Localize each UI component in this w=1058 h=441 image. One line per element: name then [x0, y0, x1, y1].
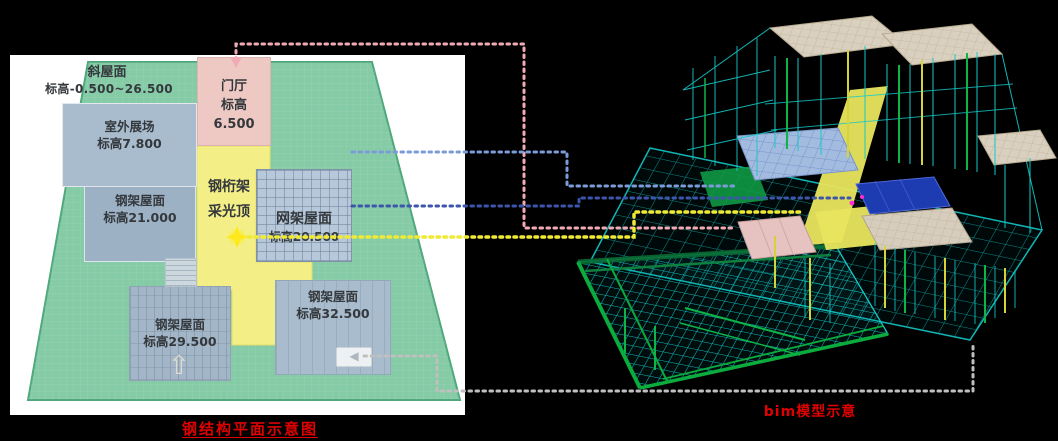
truss-skylight-line1: 钢桁架	[208, 179, 250, 195]
left-arrow-icon: ◀	[336, 347, 372, 367]
bim-truss-lines	[764, 83, 1018, 131]
truss-skylight-label: 钢桁架 采光顶	[199, 175, 259, 225]
sloped-roof-name: 斜屋面	[87, 65, 127, 80]
bim-deck-lower	[576, 243, 890, 390]
steel-roof-29-elevation: 标高29.500	[143, 333, 217, 349]
bim-columns-front-green	[904, 250, 986, 323]
outdoor-area-elevation: 标高7.800	[97, 135, 162, 151]
bim-slab-lightblue	[736, 127, 859, 181]
truss-skylight-line2: 采光顶	[208, 204, 250, 221]
steel-roof-29-label: 钢架屋面 标高29.500	[129, 317, 231, 351]
up-arrow-icon: ⇧	[168, 351, 190, 381]
foyer-elevation-label: 标高	[220, 97, 247, 113]
steel-roof-21-elevation: 标高21.000	[103, 209, 177, 225]
steel-roof-32-name: 钢架屋面	[307, 289, 358, 304]
bim-columns-cyan	[774, 46, 1031, 233]
region-steel-roof-29	[129, 286, 231, 381]
region-outdoor-area	[62, 103, 197, 187]
plan-caption: 钢结构平面示意图	[181, 420, 318, 438]
steel-roof-21-name: 钢架屋面	[114, 193, 165, 208]
bim-columns-front-yellow	[774, 236, 1006, 320]
bim-magenta-node	[860, 195, 864, 199]
grid-roof-name: 网架屋面	[276, 211, 332, 227]
grid-roof-elevation: 标高20.500	[268, 229, 340, 244]
steel-roof-32-elevation: 标高32.500	[296, 305, 370, 321]
bim-columns-yellow-top	[847, 50, 923, 165]
foyer-name: 门厅	[220, 79, 247, 94]
outdoor-area-label: 室外展场 标高7.800	[62, 119, 197, 153]
region-steel-roof-32	[275, 280, 391, 375]
bim-slab-navy	[855, 176, 951, 215]
steel-roof-32-label: 钢架屋面 标高32.500	[275, 289, 391, 323]
bim-slab-beige	[861, 207, 973, 251]
grid-roof-label: 网架屋面 标高20.500	[256, 210, 352, 245]
bim-columns-front-cyan	[804, 243, 1016, 324]
outdoor-area-name: 室外展场	[104, 119, 155, 134]
region-steel-roof-21	[84, 186, 196, 262]
region-stairs	[165, 258, 197, 287]
model-caption: bim模型示意	[763, 404, 857, 420]
bim-model	[576, 15, 1057, 390]
steel-roof-21-label: 钢架屋面 标高21.000	[84, 193, 196, 227]
star-icon	[226, 226, 248, 248]
bim-magenta-node	[849, 200, 855, 206]
plan-panel: 斜屋面 标高-0.500~26.500 室外展场 标高7.800 钢架屋面 标高…	[10, 55, 465, 415]
foyer-elevation-value: 6.500	[213, 116, 255, 132]
sloped-roof-elevation: 标高-0.500~26.500	[45, 82, 173, 96]
bim-columns-green	[786, 53, 968, 170]
bim-roof-slabs-top	[768, 15, 1057, 166]
foyer-label: 门厅 标高 6.500	[197, 78, 271, 135]
steel-roof-29-name: 钢架屋面	[154, 317, 205, 332]
